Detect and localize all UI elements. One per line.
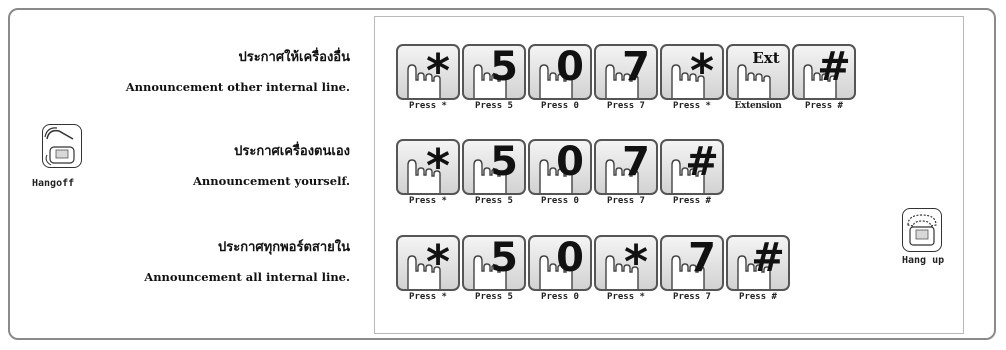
key-glyph: 5 bbox=[484, 45, 524, 89]
key-caption: Press # bbox=[791, 101, 857, 111]
key-glyph: 7 bbox=[682, 236, 722, 280]
key-caption: Press * bbox=[395, 292, 461, 302]
label-english: Announcement other internal line. bbox=[126, 80, 350, 94]
key-caption: Press 5 bbox=[461, 196, 527, 206]
key-glyph: 5 bbox=[484, 140, 524, 184]
key-glyph: * bbox=[616, 236, 656, 288]
key-caption: Press 0 bbox=[527, 196, 593, 206]
key-glyph: # bbox=[682, 140, 722, 184]
key-caption: Press 7 bbox=[659, 292, 725, 302]
key-glyph: * bbox=[682, 45, 722, 97]
label-other-line: ประกาศให้เครื่องอื่น Announcement other … bbox=[126, 46, 350, 94]
key-caption: Press 7 bbox=[593, 101, 659, 111]
announcement-labels: ประกาศให้เครื่องอื่น Announcement other … bbox=[10, 0, 350, 350]
label-thai: ประกาศทุกพอร์ตสายใน bbox=[144, 236, 350, 257]
key-glyph: Ext bbox=[746, 45, 786, 71]
keypad-key: * bbox=[396, 44, 460, 100]
key-caption: Press 5 bbox=[461, 292, 527, 302]
key-glyph: * bbox=[418, 45, 458, 97]
handset-onhook-icon bbox=[902, 208, 942, 252]
label-yourself: ประกาศเครื่องตนเอง Announcement yourself… bbox=[193, 140, 350, 188]
keypad-key: * bbox=[660, 44, 724, 100]
label-thai: ประกาศเครื่องตนเอง bbox=[193, 140, 350, 161]
keypad-key: # bbox=[660, 139, 724, 195]
key-glyph: 0 bbox=[550, 140, 590, 184]
key-glyph: * bbox=[418, 236, 458, 288]
key-caption: Press # bbox=[725, 292, 791, 302]
key-caption: Press * bbox=[659, 101, 725, 111]
label-english: Announcement all internal line. bbox=[144, 270, 350, 284]
keypad-key: 5 bbox=[462, 235, 526, 291]
handset-right-caption: Hang up bbox=[902, 255, 944, 266]
key-glyph: * bbox=[418, 140, 458, 192]
label-all-lines: ประกาศทุกพอร์ตสายใน Announcement all int… bbox=[144, 236, 350, 284]
keypad-key: 0 bbox=[528, 44, 592, 100]
label-thai: ประกาศให้เครื่องอื่น bbox=[126, 46, 350, 67]
key-caption: Press # bbox=[659, 196, 725, 206]
key-caption: Press 0 bbox=[527, 101, 593, 111]
key-glyph: 7 bbox=[616, 140, 656, 184]
keypad-key: * bbox=[396, 235, 460, 291]
handset-left-caption: Hangoff bbox=[32, 178, 74, 189]
keypad-key: 0 bbox=[528, 139, 592, 195]
key-caption: Press 0 bbox=[527, 292, 593, 302]
label-english: Announcement yourself. bbox=[193, 174, 350, 188]
keypad-key: 0 bbox=[528, 235, 592, 291]
keypad-key: * bbox=[594, 235, 658, 291]
keypad-key: * bbox=[396, 139, 460, 195]
key-glyph: 7 bbox=[616, 45, 656, 89]
key-caption: Extension bbox=[725, 101, 791, 111]
key-glyph: 0 bbox=[550, 236, 590, 280]
key-glyph: # bbox=[748, 236, 788, 280]
key-glyph: 0 bbox=[550, 45, 590, 89]
keypad-key: 7 bbox=[594, 139, 658, 195]
key-caption: Press * bbox=[395, 101, 461, 111]
keypad-key: 5 bbox=[462, 44, 526, 100]
key-glyph: 5 bbox=[484, 236, 524, 280]
keypad-key: # bbox=[726, 235, 790, 291]
handset-lifted-icon bbox=[42, 124, 82, 168]
keypad-key: # bbox=[792, 44, 856, 100]
keypad-key: Ext bbox=[726, 44, 790, 100]
keypad-key: 7 bbox=[594, 44, 658, 100]
keypad-key: 5 bbox=[462, 139, 526, 195]
key-caption: Press * bbox=[593, 292, 659, 302]
key-caption: Press 7 bbox=[593, 196, 659, 206]
key-caption: Press 5 bbox=[461, 101, 527, 111]
key-glyph: # bbox=[814, 45, 854, 89]
key-caption: Press * bbox=[395, 196, 461, 206]
keypad-key: 7 bbox=[660, 235, 724, 291]
